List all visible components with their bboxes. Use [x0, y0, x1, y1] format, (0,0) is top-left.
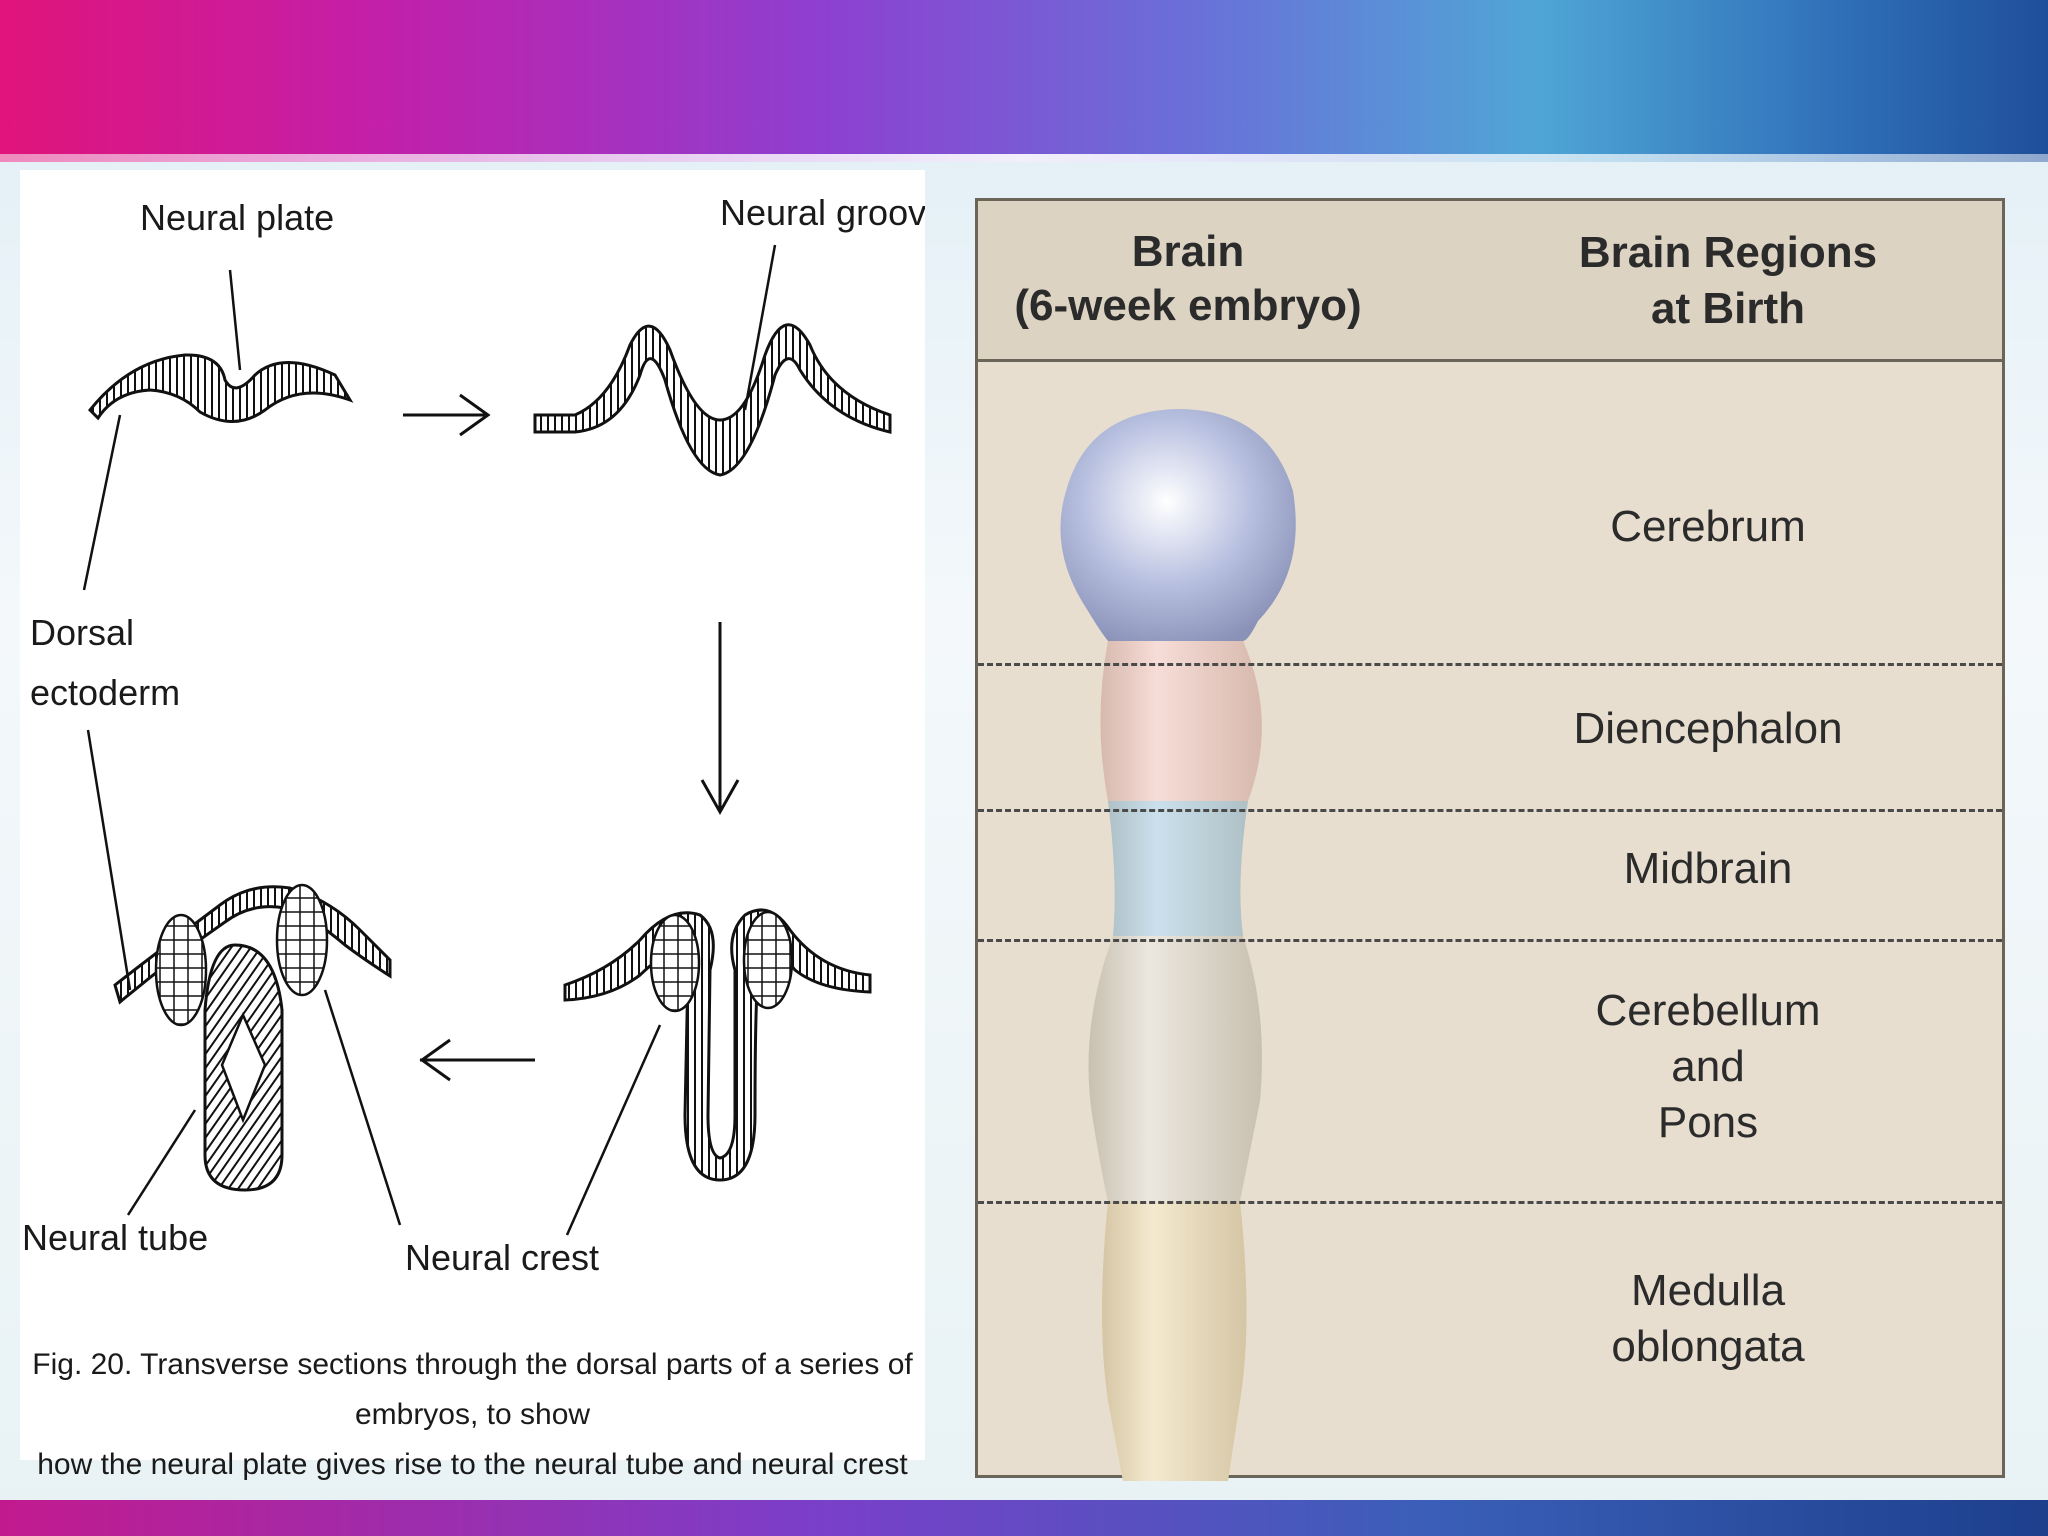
caption-line-2: how the neural plate gives rise to the n…	[37, 1448, 908, 1481]
brain-medulla	[1102, 1201, 1247, 1481]
stage-neural-folds	[563, 908, 872, 1182]
brain-regions-table: Brain (6-week embryo) Brain Regions at B…	[975, 198, 2005, 1481]
label-cerebrum: Cerebrum	[1610, 502, 1806, 551]
label-midbrain: Midbrain	[1623, 844, 1793, 893]
divider-1	[978, 663, 2002, 666]
neural-tube-diagram: Neural plate Neural groove Dorsal ectode…	[22, 192, 946, 1278]
stage-neural-plate	[87, 353, 354, 423]
brain-diencephalon	[1100, 641, 1262, 801]
divider-4	[978, 1201, 2002, 1204]
table-header: Brain (6-week embryo) Brain Regions at B…	[978, 201, 2002, 362]
divider-3	[978, 939, 2002, 942]
arrow-right	[403, 393, 491, 437]
label-diencephalon: Diencephalon	[1573, 704, 1843, 753]
stage-neural-tube	[113, 883, 392, 1192]
neural-tube-figure: Neural plate Neural groove Dorsal ectode…	[20, 170, 946, 1481]
stage-neural-groove	[533, 323, 892, 477]
brain-cerebellum-pons	[1088, 936, 1262, 1201]
arrow-down	[700, 622, 740, 816]
figure-caption: Fig. 20. Transverse sections through the…	[20, 1340, 925, 1490]
label-neural-crest: Neural crest	[405, 1237, 599, 1278]
label-medulla-oblongata: Medulla oblongata	[1611, 1266, 1805, 1371]
arrow-left	[419, 1038, 535, 1082]
brain-cerebrum	[1060, 409, 1296, 641]
label-neural-plate: Neural plate	[140, 197, 334, 238]
header-brain: Brain (6-week embryo)	[1014, 227, 1362, 330]
brain-midbrain	[1108, 801, 1248, 936]
label-ectoderm: ectoderm	[30, 672, 180, 713]
bottom-banner	[0, 1500, 2048, 1536]
label-cerebellum-pons: Cerebellum and Pons	[1595, 986, 1821, 1147]
label-dorsal: Dorsal	[30, 612, 134, 653]
caption-line-1: Fig. 20. Transverse sections through the…	[32, 1348, 913, 1431]
label-neural-groove: Neural groove	[720, 192, 925, 233]
embryo-brain-illustration	[1060, 409, 1296, 1481]
header-brain-regions: Brain Regions at Birth	[1578, 228, 1878, 333]
leader-lines	[82, 244, 777, 1236]
top-banner	[0, 0, 2048, 162]
label-neural-tube: Neural tube	[22, 1217, 208, 1258]
divider-2	[978, 809, 2002, 812]
